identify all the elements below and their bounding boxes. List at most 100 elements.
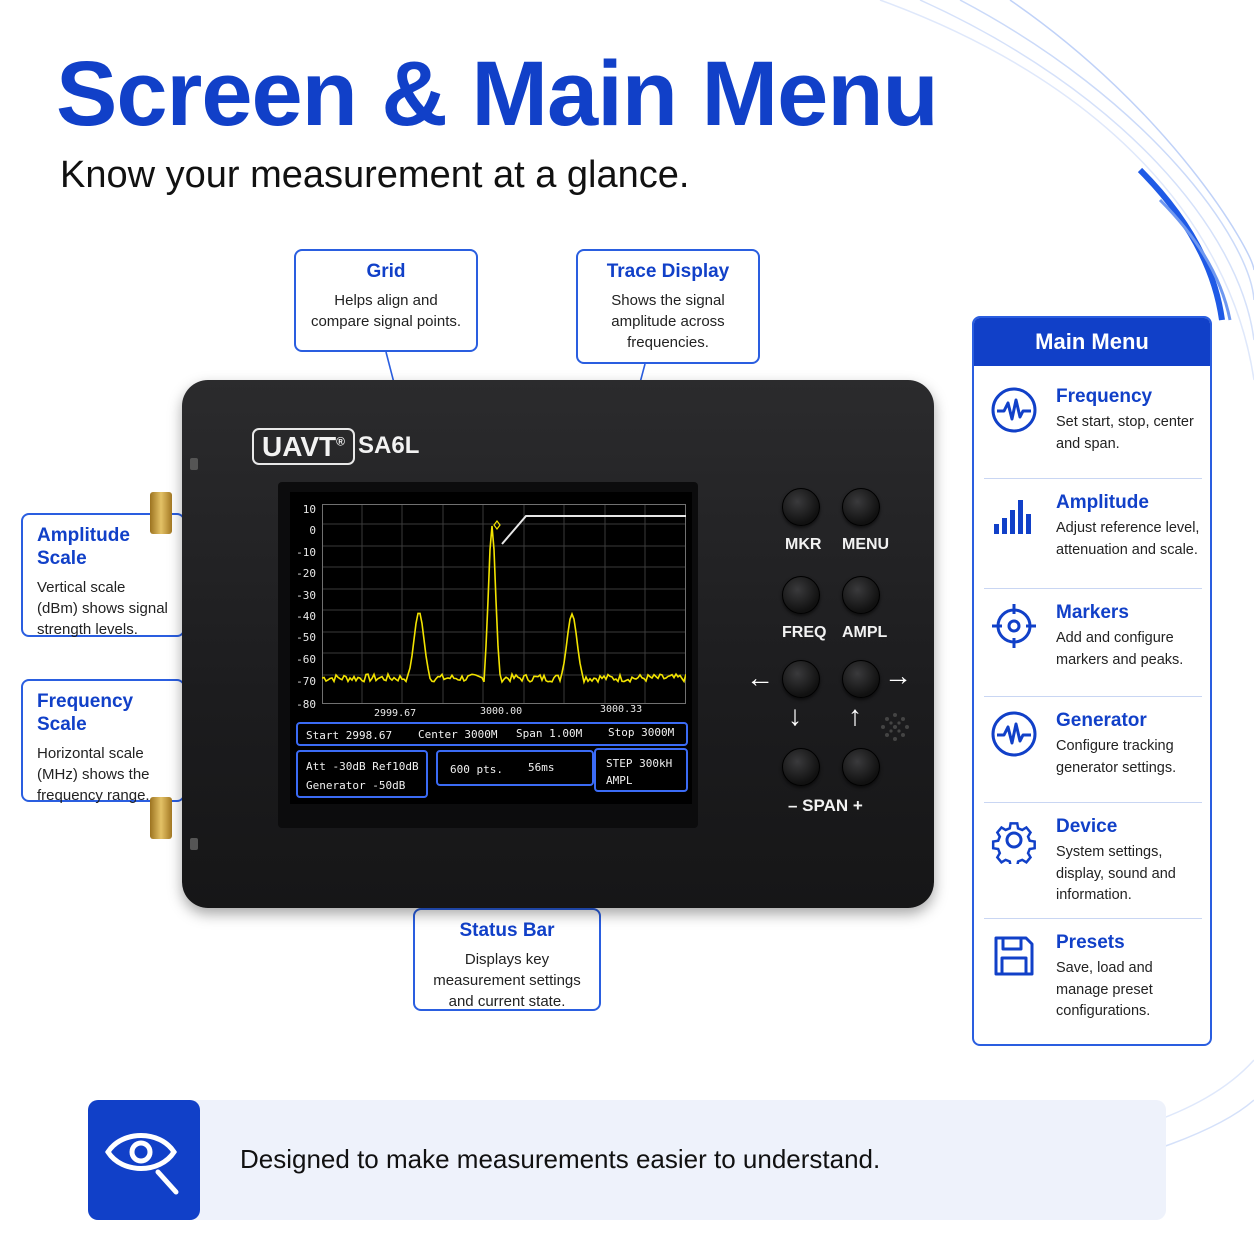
ampl-button[interactable] <box>842 576 880 614</box>
grid <box>322 504 686 704</box>
menu-item-desc: System settings, display, sound and info… <box>1056 844 1176 903</box>
menu-item-desc: Adjust reference level, attenuation and … <box>1056 520 1200 558</box>
waveform-icon <box>991 711 1037 757</box>
freq-button[interactable] <box>782 576 820 614</box>
left-nav-button[interactable] <box>782 660 820 698</box>
footer-icon-tile <box>88 1100 200 1220</box>
x-tick-label: 2999.67 <box>374 708 417 719</box>
main-menu-panel: Main Menu Frequency Set start, stop, cen… <box>972 316 1212 1046</box>
status-ampl: AMPL <box>606 774 633 787</box>
y-tick-label: 0 <box>309 524 316 537</box>
side-indicator-top <box>190 458 198 470</box>
status-generator: Generator -50dB <box>306 779 406 792</box>
x-tick-label: 3000.00 <box>480 706 523 717</box>
status-row-frequency: Start 2998.67 Center 3000M Span 1.00M St… <box>296 722 688 746</box>
trace-plot <box>322 504 686 704</box>
y-tick-label: -80 <box>296 698 316 711</box>
menu-item-presets[interactable]: Presets Save, load and manage preset con… <box>984 922 1202 1042</box>
status-sweep-time: 56ms <box>528 761 555 774</box>
page-subtitle: Know your measurement at a glance. <box>60 154 690 196</box>
menu-item-generator[interactable]: Generator Configure tracking generator s… <box>984 700 1202 803</box>
y-tick-label: -60 <box>296 653 316 666</box>
status-span: Span 1.00M <box>516 727 583 740</box>
callout-amplitude-scale-desc: Vertical scale (dBm) shows signal streng… <box>37 578 168 638</box>
brand-registered-mark: ® <box>336 434 345 449</box>
crosshair-icon <box>992 604 1036 648</box>
span-minus-button[interactable] <box>782 748 820 786</box>
menu-item-device[interactable]: Device System settings, display, sound a… <box>984 806 1202 919</box>
main-menu-title: Main Menu <box>974 318 1210 366</box>
callout-status-bar-desc: Displays key measurement settings and cu… <box>433 950 581 1010</box>
status-points-box: 600 pts. 56ms <box>436 750 594 786</box>
arrow-left-icon: ← <box>746 662 774 693</box>
callout-trace-display: Trace Display Shows the signal amplitude… <box>576 249 760 364</box>
freq-label: FREQ <box>782 624 827 641</box>
peak-marker-icon <box>493 520 501 530</box>
status-stop: Stop 3000M <box>608 726 675 739</box>
signal-trace <box>322 525 686 685</box>
side-indicator-bottom <box>190 838 198 850</box>
callout-amplitude-scale-title: Amplitude Scale <box>37 525 130 569</box>
callout-trace-desc: Shows the signal amplitude across freque… <box>611 291 725 351</box>
menu-item-desc: Save, load and manage preset configurati… <box>1056 960 1153 1019</box>
bar-chart-icon <box>994 500 1031 534</box>
menu-item-desc: Add and configure markers and peaks. <box>1056 630 1184 668</box>
menu-item-markers[interactable]: Markers Add and configure markers and pe… <box>984 592 1202 697</box>
y-tick-label: -30 <box>296 589 316 602</box>
waveform-icon <box>991 387 1037 433</box>
menu-item-title: Generator <box>1056 710 1147 731</box>
menu-item-title: Markers <box>1056 602 1129 623</box>
menu-label: MENU <box>842 536 890 553</box>
brand-logo: UAVT® <box>252 428 355 466</box>
status-step: STEP 300kH <box>606 757 673 770</box>
spectrum-analyzer-device: UAVT® SA6L 10 0 -10 -20 -30 -40 -50 -60 … <box>182 380 934 908</box>
menu-item-title: Device <box>1056 816 1118 837</box>
menu-button[interactable] <box>842 488 880 526</box>
menu-item-title: Presets <box>1056 932 1125 953</box>
menu-item-title: Amplitude <box>1056 492 1149 513</box>
y-tick-label: -50 <box>296 631 316 644</box>
page-title: Screen & Main Menu <box>56 43 939 145</box>
right-nav-button[interactable] <box>842 660 880 698</box>
footer-text: Designed to make measurements easier to … <box>240 1144 881 1174</box>
footer-banner: Designed to make measurements easier to … <box>88 1100 1166 1220</box>
arrow-up-icon: ↑ <box>848 700 862 731</box>
callout-trace-title: Trace Display <box>606 261 730 282</box>
callout-status-bar: Status Bar Displays key measurement sett… <box>413 908 601 1011</box>
status-step-box: STEP 300kH AMPL <box>594 748 688 792</box>
rf-port-top-connector <box>150 492 172 534</box>
menu-item-frequency[interactable]: Frequency Set start, stop, center and sp… <box>984 376 1202 479</box>
mkr-button[interactable] <box>782 488 820 526</box>
callout-frequency-scale-desc: Horizontal scale (MHz) shows the frequen… <box>37 744 150 804</box>
menu-item-desc: Set start, stop, center and span. <box>1056 414 1194 452</box>
callout-status-bar-title: Status Bar <box>459 920 555 941</box>
arrow-down-icon: ↓ <box>788 700 802 731</box>
menu-item-desc: Configure tracking generator settings. <box>1056 738 1177 776</box>
speaker-grille-icon <box>881 713 909 741</box>
arrow-right-icon: → <box>884 660 912 691</box>
menu-item-title: Frequency <box>1056 386 1153 407</box>
callout-grid: Grid Helps align and compare signal poin… <box>294 249 478 352</box>
callout-grid-title: Grid <box>366 261 406 282</box>
y-tick-label: -10 <box>296 546 316 559</box>
analyzer-screen: 10 0 -10 -20 -30 -40 -50 -60 -70 -80 <box>290 492 692 804</box>
gear-icon <box>991 822 1036 864</box>
floppy-disk-icon <box>994 936 1034 976</box>
span-label: – SPAN + <box>788 796 863 815</box>
status-attenuation-box: Att -30dB Ref10dB Generator -50dB <box>296 750 428 798</box>
y-tick-label: -70 <box>296 675 316 688</box>
status-points: 600 pts. <box>450 763 503 776</box>
marker-reference-line <box>501 515 686 545</box>
y-tick-label: 10 <box>302 503 316 516</box>
menu-item-amplitude[interactable]: Amplitude Adjust reference level, attenu… <box>984 482 1202 589</box>
status-att: Att -30dB Ref10dB <box>306 760 419 773</box>
span-plus-button[interactable] <box>842 748 880 786</box>
ampl-label: AMPL <box>842 624 888 641</box>
brand-text: UAVT <box>262 431 337 462</box>
status-start: Start 2998.67 <box>306 729 393 742</box>
callout-frequency-scale-title: Frequency Scale <box>37 691 134 735</box>
callout-frequency-scale: Frequency Scale Horizontal scale (MHz) s… <box>21 679 185 804</box>
y-tick-label: -20 <box>296 567 316 580</box>
eye-magnifier-icon <box>105 1133 179 1195</box>
y-tick-label: -40 <box>296 610 316 623</box>
